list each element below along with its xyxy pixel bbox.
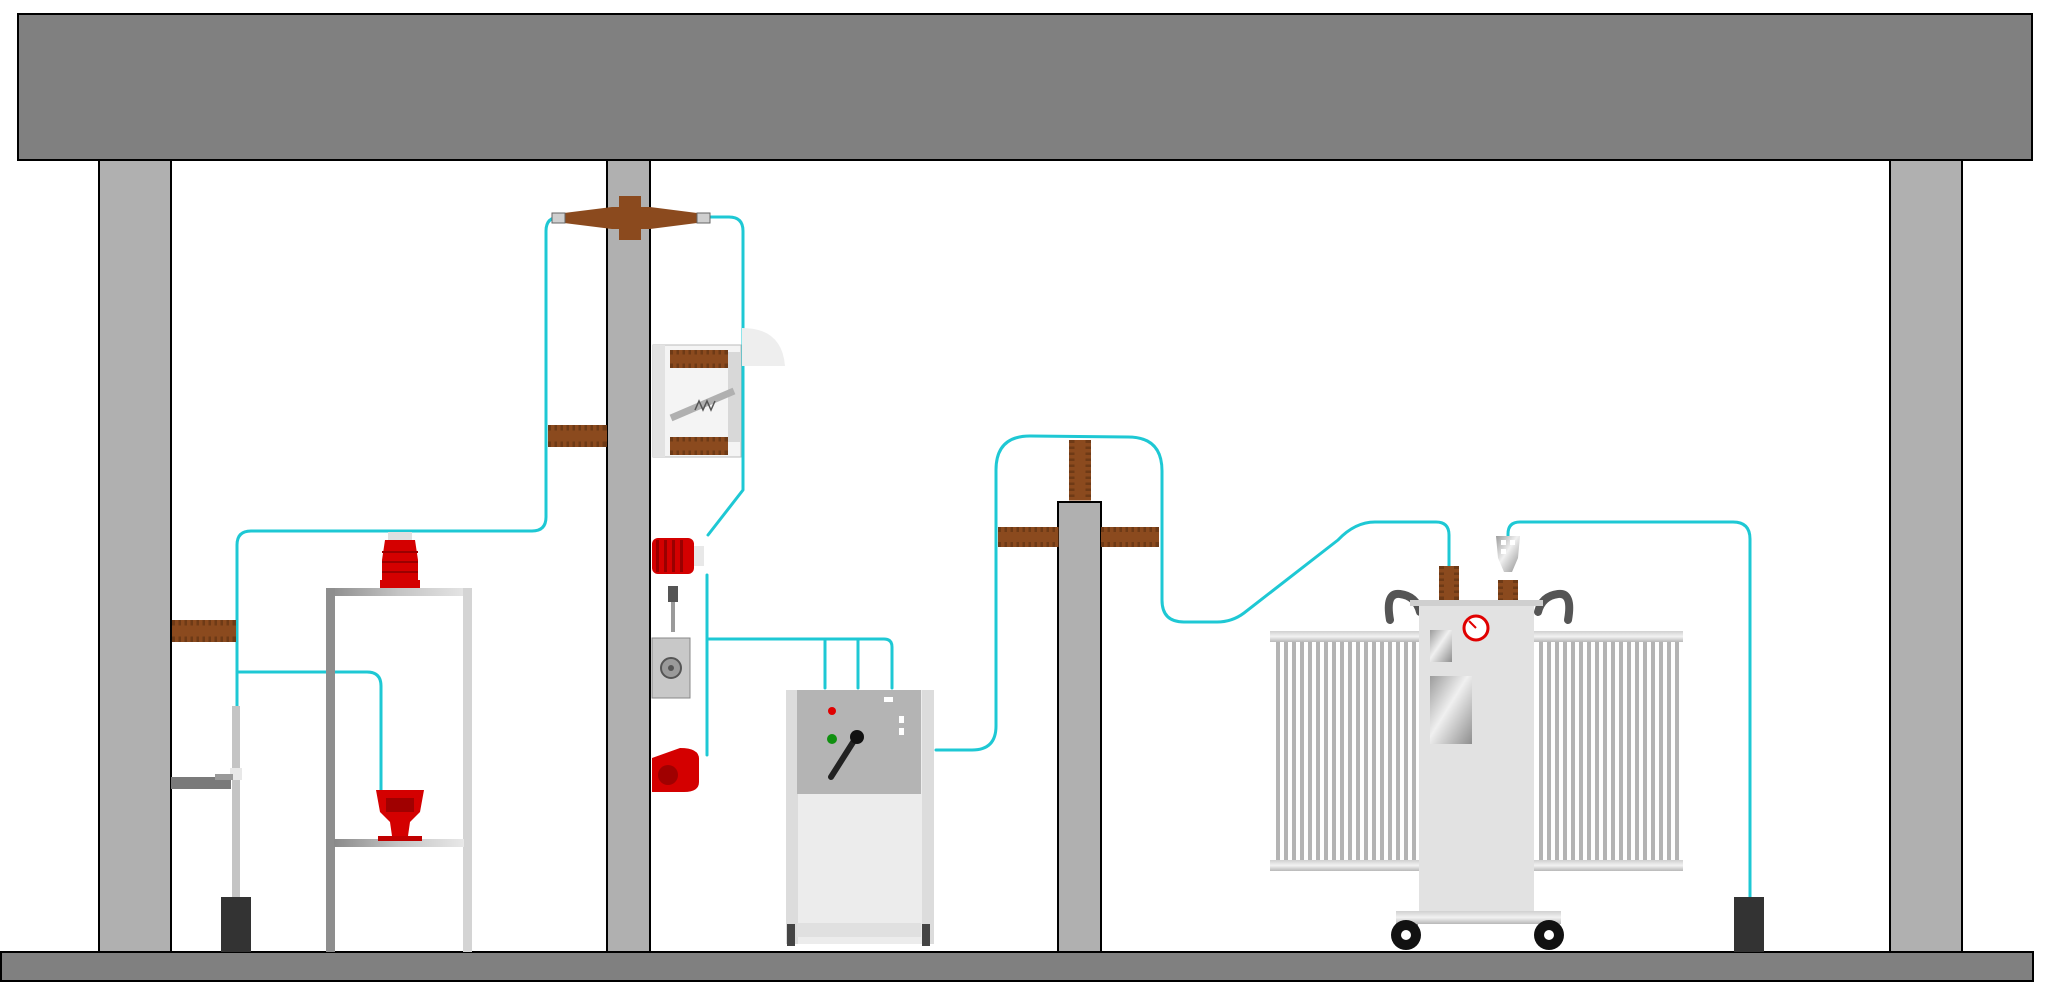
wall-bushing-upper (548, 425, 607, 447)
operating-mechanism (651, 586, 691, 699)
wall-pillar-left (98, 159, 172, 953)
through-wall-bushing-top (551, 196, 711, 240)
metal-frame-stand (326, 588, 472, 952)
central-pillar (606, 159, 651, 953)
wall-bushing-left (172, 620, 236, 642)
fuse-holder-vt (376, 790, 424, 841)
surge-arrester-top (380, 532, 420, 588)
indicator-lamp-red (828, 707, 836, 715)
post-insulators (998, 440, 1159, 547)
current-transformer (652, 538, 704, 574)
indicator-lamp-green (827, 734, 837, 744)
cable-connections (235, 215, 1752, 902)
grounding-rod (171, 706, 242, 902)
ground-block-right (1734, 897, 1764, 952)
floor-slab (0, 951, 2034, 982)
ground-block-left (221, 897, 251, 952)
disconnect-switch (652, 328, 785, 458)
support-post (1057, 501, 1102, 953)
voltage-transformer (652, 748, 700, 792)
switchgear-cabinet (786, 690, 934, 946)
power-transformer (1270, 536, 1683, 950)
operating-handle[interactable] (828, 733, 860, 780)
radiator-fins (1276, 640, 1679, 864)
wall-pillar-right (1889, 159, 1963, 953)
ceiling-beam (17, 13, 2033, 161)
